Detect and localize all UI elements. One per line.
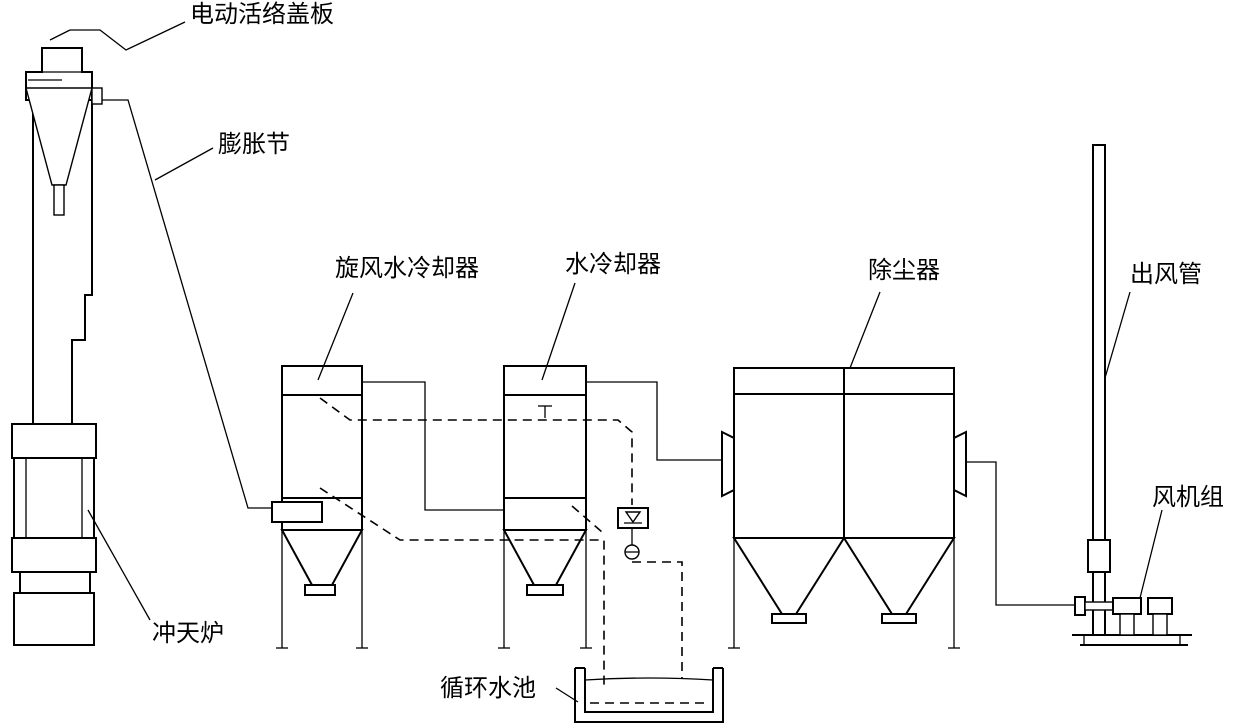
water-cooler-label: 水冷却器: [565, 250, 661, 278]
gas-pipe-collector-to-fan: [966, 461, 1075, 606]
expansion-joint-label: 膨胀节: [218, 130, 290, 158]
gas-pipe-cooler-to-collector: [586, 381, 722, 461]
circulating-water-pool: [574, 667, 724, 723]
water-cooler: [498, 365, 592, 649]
fan-unit: [1072, 596, 1192, 646]
cyclone-water-cooler: [271, 365, 368, 649]
exhaust-pipe-label: 出风管: [1130, 260, 1202, 288]
expansion-joint-flue-pipe: [102, 99, 275, 509]
water-pump: [617, 507, 649, 560]
exhaust-stack: [1087, 144, 1111, 636]
cupola-label: 冲天炉: [152, 619, 224, 647]
dust-collector: [721, 367, 967, 649]
cupola-furnace: [11, 29, 103, 646]
cyclone-cooler-label: 旋风水冷却器: [335, 254, 479, 282]
gas-pipe-cyclone-to-cooler: [362, 381, 504, 511]
circulating-water-lines: [319, 397, 683, 690]
cover-label: 电动活络盖板: [190, 0, 334, 28]
water-pool-label: 循环水池: [440, 674, 536, 702]
dust-collector-label: 除尘器: [868, 256, 940, 284]
fan-unit-label: 风机组: [1152, 483, 1224, 511]
leader-lines: [70, 21, 1163, 703]
